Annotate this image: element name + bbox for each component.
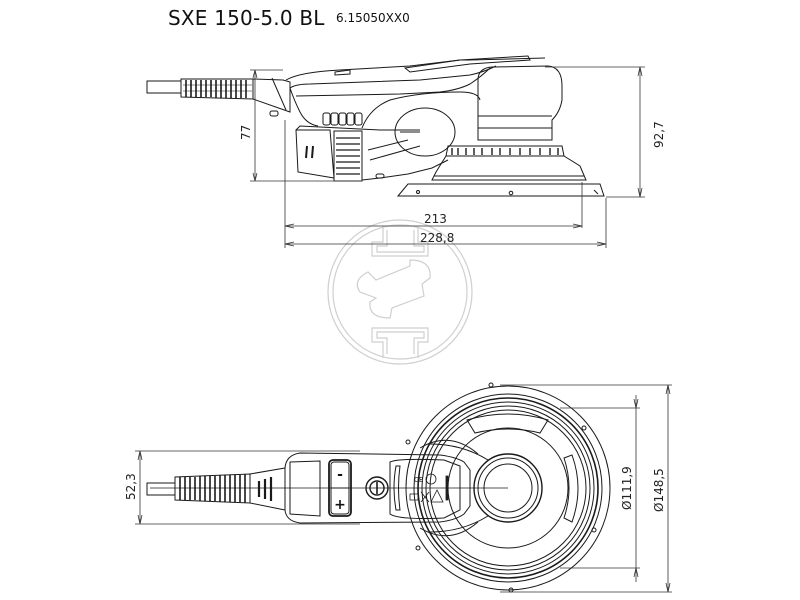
recycle-icon xyxy=(425,473,437,485)
dim-outer-diameter: Ø148,5 xyxy=(652,468,666,512)
dim-length-total: 228,8 xyxy=(420,231,454,245)
certification-icons: CE xyxy=(409,473,449,503)
speed-minus-button[interactable]: - xyxy=(337,467,343,483)
vent-slots xyxy=(322,112,363,126)
fan-ring xyxy=(445,145,565,157)
power-button[interactable] xyxy=(365,476,389,500)
logo-watermark-icon xyxy=(327,219,473,365)
side-view-drawing xyxy=(146,55,605,197)
top-view-drawing xyxy=(146,382,611,593)
sanding-pad xyxy=(396,183,605,197)
dim-height-body: 77 xyxy=(239,125,253,140)
dim-height-total: 92,7 xyxy=(652,121,666,148)
battery-icon xyxy=(409,493,419,501)
dim-inner-diameter: Ø111,9 xyxy=(620,466,634,510)
warning-triangle-icon xyxy=(430,489,444,503)
motor-head xyxy=(477,65,563,141)
cable-end xyxy=(146,482,176,496)
speed-control-pad[interactable] xyxy=(328,459,352,517)
led-indicator xyxy=(393,465,401,511)
top-view-dimensions xyxy=(135,384,672,593)
ce-mark-icon: CE xyxy=(414,476,423,484)
dim-handle-height: 52,3 xyxy=(124,473,138,500)
cable-end xyxy=(146,80,182,94)
handle-cutout xyxy=(394,107,456,157)
side-view-dimensions xyxy=(250,66,645,248)
article-number: 6.15050XX0 xyxy=(336,11,410,25)
product-model-title: SXE 150-5.0 BL xyxy=(168,6,325,30)
dim-length-body: 213 xyxy=(424,212,447,226)
switch-block xyxy=(295,129,335,179)
cable-strain-relief xyxy=(180,78,254,100)
brand-text-mark xyxy=(445,475,449,501)
cable-strain-relief xyxy=(174,473,251,504)
pad-backing xyxy=(431,155,587,181)
speed-plus-button[interactable]: + xyxy=(334,497,346,513)
speed-wheel xyxy=(333,130,363,182)
handle-body xyxy=(284,452,471,524)
weee-bin-icon xyxy=(420,491,430,503)
